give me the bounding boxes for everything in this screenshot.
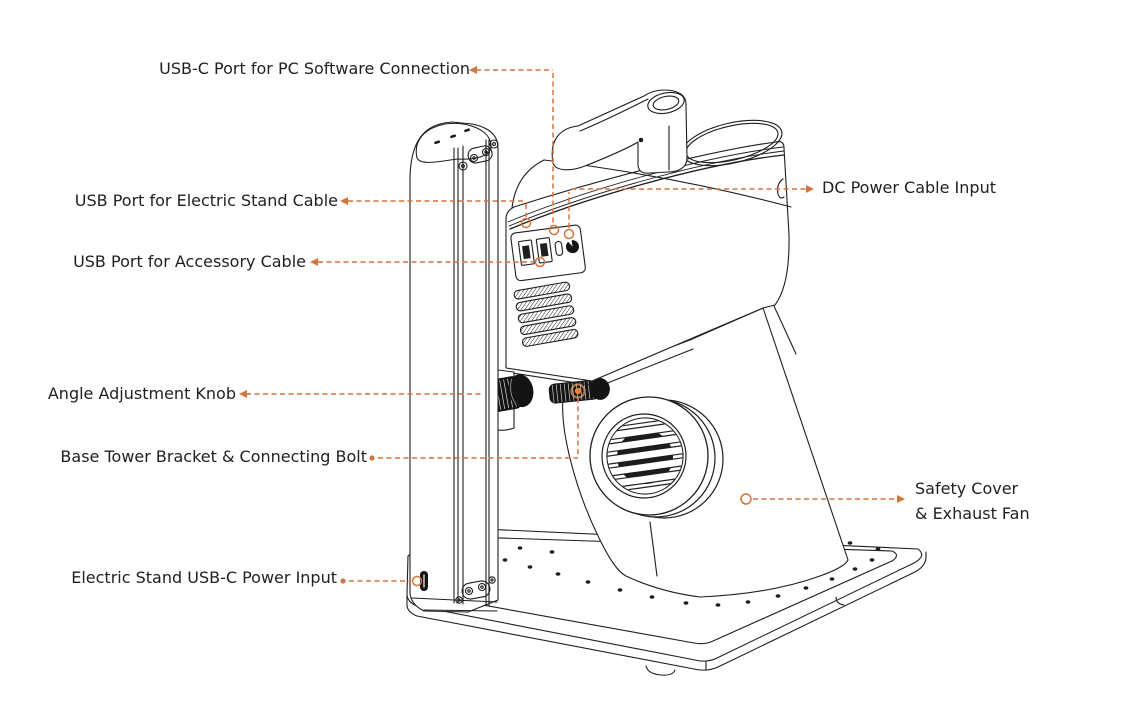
dc-cable-notch bbox=[777, 178, 785, 199]
label-bracket-bolt: Base Tower Bracket & Connecting Bolt bbox=[60, 447, 367, 466]
label-dc-input: DC Power Cable Input bbox=[822, 178, 996, 197]
fan-louvers bbox=[607, 418, 683, 494]
label-safety-cover-line2: & Exhaust Fan bbox=[915, 504, 1030, 523]
dc-power-port bbox=[566, 239, 580, 254]
label-usb-accessory: USB Port for Accessory Cable bbox=[73, 252, 306, 271]
tower-bottom-screws bbox=[455, 576, 496, 604]
label-angle-knob: Angle Adjustment Knob bbox=[47, 384, 236, 403]
usb-c-port bbox=[554, 240, 564, 256]
leader-usb-stand bbox=[348, 200, 527, 217]
stand-tower bbox=[409, 121, 499, 613]
vent-grille bbox=[513, 281, 579, 347]
connecting-bolt bbox=[548, 377, 610, 404]
base-plate-holes bbox=[502, 541, 881, 607]
leader-usb-c-pc bbox=[476, 69, 554, 224]
label-safety-cover: Safety Cover & Exhaust Fan bbox=[915, 476, 1085, 526]
leader-dc-input bbox=[568, 188, 806, 228]
usb-a-port-1 bbox=[517, 239, 535, 266]
label-usb-stand: USB Port for Electric Stand Cable bbox=[74, 191, 338, 210]
port-panel bbox=[510, 224, 586, 282]
usb-a-port-2 bbox=[535, 237, 553, 264]
stand-usb-c-port bbox=[420, 571, 428, 591]
arm-handle bbox=[551, 89, 688, 174]
leader-bracket-bolt bbox=[378, 399, 579, 459]
fan-cover bbox=[589, 396, 724, 519]
label-safety-cover-line1: Safety Cover bbox=[915, 479, 1019, 498]
tower-top-screws bbox=[458, 139, 499, 171]
label-usb-c-pc: USB-C Port for PC Software Connection bbox=[159, 59, 470, 78]
tower-top-marks bbox=[434, 128, 471, 145]
label-stand-power: Electric Stand USB-C Power Input bbox=[71, 568, 337, 587]
leader-markers bbox=[239, 66, 905, 587]
